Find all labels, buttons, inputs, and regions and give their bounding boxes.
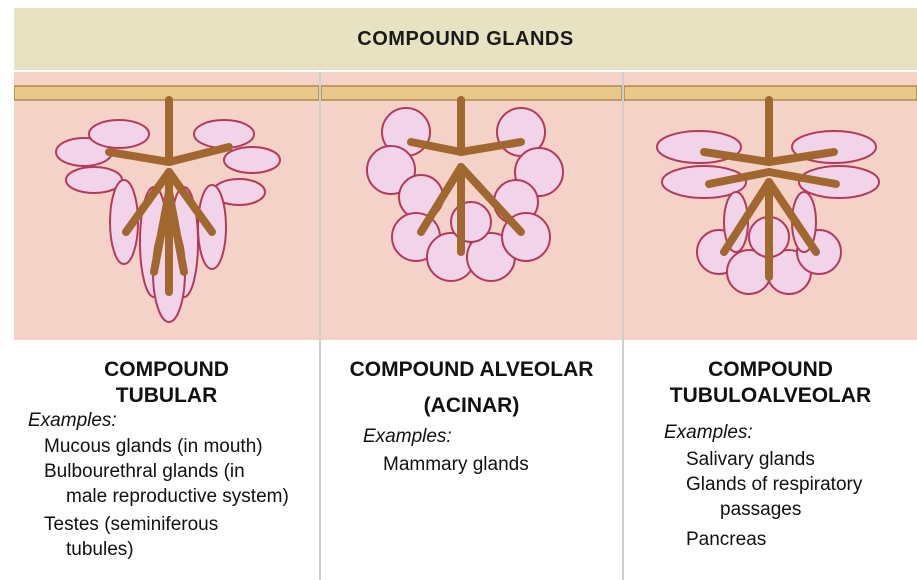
examples-label: Examples: [363,426,452,448]
panel-compound-tubular: COMPOUND TUBULAR Examples: Mucous glands… [14,72,319,580]
compound-tubuloalveolar-title: COMPOUND TUBULOALVEOLAR [624,357,917,409]
panel-compound-tubuloalveolar: COMPOUND TUBULOALVEOLAR Examples: Saliva… [624,72,917,580]
compound-tubular-title: COMPOUND TUBULAR [14,357,319,409]
compound-tubuloalveolar-illustration [624,72,917,340]
title-banner: COMPOUND GLANDS [14,8,917,70]
example-item: Mammary glands [383,452,529,477]
title-line-1: COMPOUND ALVEOLAR [321,357,622,383]
example-item: passages [720,497,801,522]
examples-label: Examples: [664,422,753,444]
example-item: Testes (seminiferous [44,512,218,537]
examples-label: Examples: [28,410,117,432]
example-item: Salivary glands [686,447,815,472]
title-line-2: TUBULOALVEOLAR [624,383,917,409]
banner-title: COMPOUND GLANDS [357,28,573,51]
title-line-2: (ACINAR) [321,393,622,419]
panel-compound-alveolar: COMPOUND ALVEOLAR (ACINAR) Examples: Mam… [321,72,622,580]
compound-tubular-illustration [14,72,319,340]
example-item: Mucous glands (in mouth) [44,434,263,459]
example-item: male reproductive system) [66,484,289,509]
example-item: Pancreas [686,527,766,552]
example-item: Bulbourethral glands (in [44,459,245,484]
example-item: tubules) [66,537,134,562]
title-line-1: COMPOUND [14,357,319,383]
example-item: Glands of respiratory [686,472,862,497]
compound-alveolar-illustration [321,72,622,340]
title-line-1: COMPOUND [624,357,917,383]
compound-alveolar-title: COMPOUND ALVEOLAR (ACINAR) [321,357,622,419]
title-line-2: TUBULAR [14,383,319,409]
